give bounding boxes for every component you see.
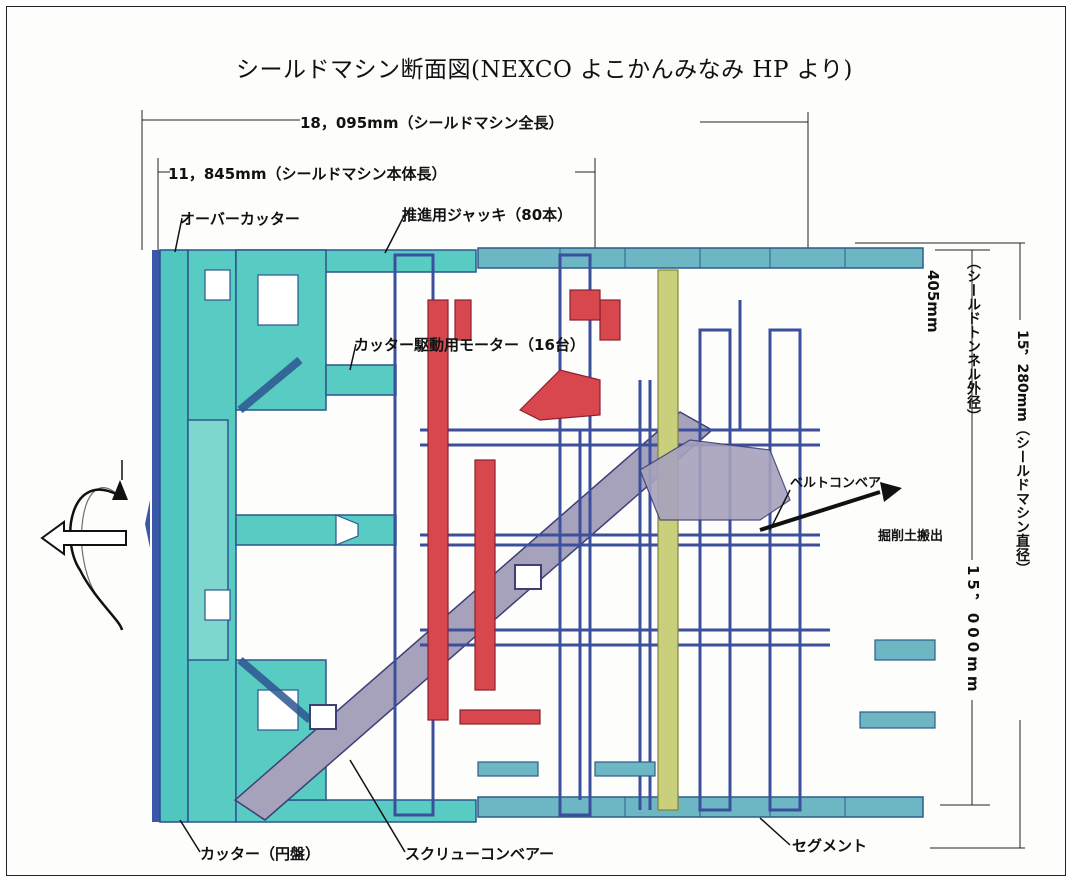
total-length-label: 18，095mm（シールドマシン全長） bbox=[300, 114, 564, 132]
belt-conveyor-arrow bbox=[759, 482, 902, 532]
cutter-label: カッター（円盤） bbox=[200, 845, 321, 863]
segment-label: セグメント bbox=[792, 837, 868, 855]
soil-out-label: 掘削土搬出 bbox=[878, 529, 944, 544]
motors-label: カッター駆動用モーター（16台） bbox=[354, 336, 585, 354]
shield-body bbox=[187, 249, 477, 823]
inner-dia-label: 15，000mm bbox=[964, 565, 982, 696]
left-arrow-icon bbox=[40, 520, 127, 556]
screw-conveyor-label: スクリューコンベアー bbox=[405, 845, 555, 863]
jacks-label: 推進用ジャッキ（80本） bbox=[402, 206, 573, 224]
figure-title: シールドマシン断面図(NEXCO よこかんみなみ HP より) bbox=[236, 57, 853, 83]
tunnel-outer-dia-label: （シールドトンネル外径） bbox=[965, 255, 981, 423]
machine-dia-label: 15，280mm（シールドマシン直径） bbox=[1014, 330, 1030, 576]
gap-dim-label: 405mm bbox=[924, 270, 942, 333]
cutter-disc bbox=[145, 249, 189, 823]
olive-column bbox=[657, 269, 679, 811]
red-columns bbox=[427, 289, 621, 725]
belt-conveyor-label: ベルトコンベア bbox=[790, 476, 882, 491]
rotation-arrow-icon bbox=[69, 460, 128, 631]
over-cutter-label: オーバーカッター bbox=[180, 210, 300, 228]
body-length-label: 11，845mm（シールドマシン本体長） bbox=[168, 165, 447, 183]
